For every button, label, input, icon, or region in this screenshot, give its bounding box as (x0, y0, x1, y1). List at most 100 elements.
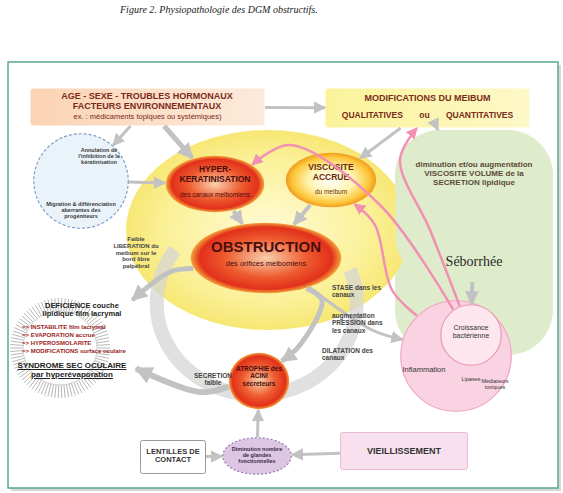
sunburst-ray (20, 370, 31, 378)
sunburst-ray (38, 381, 44, 393)
sunburst-ray (35, 380, 42, 391)
sunburst-ray (55, 385, 56, 398)
mechanism-circle: Annulation de l'inhibition de la kératin… (33, 133, 129, 229)
sunburst-ray (10, 353, 23, 355)
node-text: Migration & différenciation aberrantes d… (45, 201, 117, 220)
node-ellipse (34, 134, 129, 229)
sunburst-ray (66, 384, 68, 397)
sunburst-ray (32, 307, 39, 318)
connector-arrow (256, 410, 260, 437)
contact-lens-box: LENTILLES DE CONTACT (140, 440, 206, 474)
sunburst-ray (79, 380, 86, 391)
cycle-step-label: STASE dans les canaux (332, 284, 382, 299)
node-ellipse (223, 438, 292, 475)
connector-arrow (234, 211, 243, 224)
connector-arrow (360, 128, 401, 158)
cycle-step-label: DILATATION des canaux (322, 347, 376, 362)
sunburst-ray (58, 385, 59, 398)
node-text: HYPER-KERATINISATION (177, 165, 253, 184)
sunburst-ray (22, 372, 32, 380)
sunburst-ray (97, 341, 110, 343)
node-text: => HYPEROSMOLARITE (22, 340, 136, 347)
node-text: des canaux meibomiens (175, 191, 255, 198)
ageing-box: VIEILLISSEMENT (340, 432, 468, 470)
connector-arrow (252, 145, 453, 310)
node-outline (165, 155, 265, 213)
sunburst-ray (10, 348, 23, 349)
node-ellipse (191, 223, 342, 294)
sunburst-ray (11, 356, 24, 359)
seborrhea-band: diminution et/ou augmentation VISCOSITE … (395, 130, 553, 282)
connector-arrow (292, 453, 340, 455)
node-text: OBSTRUCTION (190, 239, 342, 256)
connector-arrow (265, 106, 325, 109)
node-text: ex. : médicaments topiques ou systémique… (30, 113, 265, 121)
central-yellow-zone (126, 130, 410, 330)
sunburst-ray (11, 338, 24, 341)
node-text: VIEILLISSEMENT (340, 446, 468, 456)
connector-arrow (309, 288, 402, 340)
node-text: Inflammation (394, 366, 454, 374)
viscosity-ellipse: VISCOSITE ACCRUEdu meibum (285, 152, 377, 208)
figure-frame (8, 62, 558, 488)
node-text: VISCOSITE ACCRUE (299, 163, 363, 182)
connector-arrow (470, 282, 475, 304)
node-text: DEFICIENCE couche lipidique film lacryma… (30, 302, 134, 319)
sunburst-ray (96, 334, 108, 338)
node-rect (396, 131, 553, 282)
node-text: Croissance bactérienne (444, 324, 498, 340)
node-text: QUALITATIVES ou QUANTITATIVES (325, 111, 530, 121)
node-ellipse (286, 153, 377, 208)
sunburst-ray (61, 385, 62, 398)
node-ellipse (166, 156, 265, 213)
arrow-label: SECRETION faible (194, 372, 232, 387)
node-text: Diminution nombre de glandes fonctionnel… (230, 446, 284, 465)
connector-arrow (400, 128, 460, 306)
node-text: diminution et/ou augmentation VISCOSITE … (409, 160, 539, 187)
tear-film-eye: DEFICIENCE couche lipidique film lacryma… (8, 300, 136, 390)
sunburst-ray (22, 316, 32, 324)
sunburst-ray (29, 309, 37, 319)
sunburst-ray (24, 313, 33, 322)
node-ellipse (441, 305, 502, 366)
connector-arrow (294, 205, 310, 225)
inflammation-circle: InflammationLipasesMédiateurs toxiquesCr… (400, 300, 512, 412)
sunburst-ray (64, 385, 65, 398)
connector-arrow (355, 204, 417, 316)
sunburst-ray (81, 379, 88, 390)
sunburst-ray (10, 344, 23, 346)
sunburst-ray (10, 341, 23, 343)
node-text: des orifices meibomiens (190, 260, 342, 268)
sunburst-ray (35, 305, 42, 316)
connector-arrow (435, 128, 439, 130)
sunburst-ray (96, 338, 109, 341)
sunburst-ray (51, 384, 53, 397)
node-text: LENTILLES DE CONTACT (140, 448, 206, 465)
sunburst-ray (27, 311, 36, 321)
bacteria-circle: Croissance bactérienne (440, 304, 502, 366)
node-rect (141, 441, 206, 474)
cycle-step-label: augmentation PRESSION dans les canaux (332, 312, 388, 334)
connector-arrow (206, 455, 222, 458)
node-text: => MODIFICATIONS surface oculaire (22, 348, 136, 355)
node-text: Annulation de l'inhibition de la kératin… (73, 147, 125, 166)
atrophy-circle: ATROPHIE des ACINI sécréteurs (228, 352, 290, 410)
arrow-label: Faible LIBERATION du meibum sur le bord … (112, 236, 160, 270)
node-text: => EVAPORATION accrue (22, 332, 136, 339)
sunburst-ray (10, 350, 23, 352)
node-text: => INSTABILITE film lacrymal (22, 324, 136, 331)
node-text: Séborrhée (409, 254, 539, 270)
connector-arrow (129, 181, 165, 185)
node-text: ATROPHIE des ACINI sécréteurs (234, 365, 284, 387)
connector-arrow (132, 269, 193, 300)
node-ellipse (229, 353, 290, 410)
node-rect (31, 89, 265, 126)
sunburst-ray (97, 344, 110, 346)
sunburst-ray (96, 356, 109, 359)
connector-arrow (113, 126, 130, 145)
node-outline (190, 222, 342, 294)
sunburst-ray (69, 384, 72, 397)
node-text: MODIFICATIONS DU MEIBUM (325, 93, 530, 103)
node-ellipse (401, 301, 512, 412)
